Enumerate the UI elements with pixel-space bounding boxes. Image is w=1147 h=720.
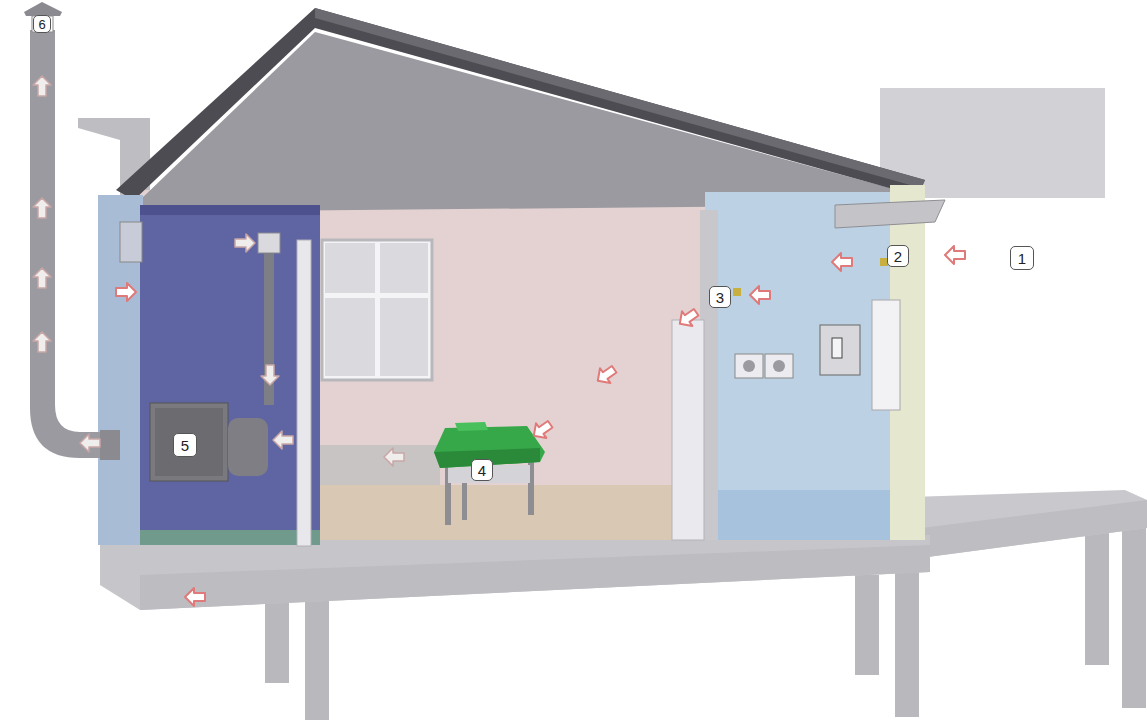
switch — [832, 338, 842, 358]
flow-arrow — [750, 286, 770, 304]
leg — [305, 598, 329, 720]
roof — [116, 8, 925, 200]
machine-room — [140, 205, 320, 545]
window-pane — [380, 298, 428, 376]
inner-door — [672, 320, 704, 540]
room-top — [140, 205, 320, 215]
switch-box — [820, 325, 860, 375]
flow-arrow — [273, 431, 293, 449]
door — [297, 240, 311, 546]
entry-floor — [705, 490, 905, 540]
flue-outlet — [100, 430, 120, 460]
flow-arrow — [529, 417, 556, 443]
flow-arrow — [235, 234, 255, 252]
callout-number: 2 — [887, 245, 909, 267]
wall-vent — [120, 222, 142, 262]
grille — [258, 233, 280, 253]
callout-number: 5 — [173, 433, 197, 457]
left-wall — [98, 195, 143, 545]
floor-slab — [100, 535, 930, 610]
leg — [855, 575, 879, 675]
ceiling-fixture — [835, 200, 945, 228]
fan-housing — [228, 418, 268, 476]
heat-unit-face — [155, 408, 223, 476]
callout-number: 3 — [709, 286, 731, 308]
window-pane — [380, 243, 428, 293]
outlet-socket — [743, 360, 755, 372]
chimney-cap — [24, 2, 62, 16]
chimney-pipe — [30, 30, 100, 458]
flow-arrow — [116, 283, 136, 301]
outlet — [735, 354, 763, 378]
flow-arrow — [33, 198, 51, 218]
return-duct — [320, 445, 440, 485]
pillow — [455, 422, 488, 431]
leg — [1085, 520, 1109, 665]
flow-arrow — [33, 332, 51, 352]
flow-arrow — [33, 268, 51, 288]
flow-arrow — [261, 365, 279, 385]
roof-edge — [315, 8, 925, 188]
airflow-arrows — [116, 246, 965, 606]
room-floor — [140, 530, 320, 545]
chimney-opening — [32, 16, 53, 32]
floor — [320, 485, 710, 540]
outlet-socket — [773, 360, 785, 372]
flow-arrow — [384, 448, 404, 466]
vent-valve — [733, 288, 741, 296]
gable — [140, 32, 905, 212]
flow-arrow — [593, 362, 620, 388]
slab-front — [140, 545, 930, 610]
flow-arrow — [33, 76, 51, 96]
deck-front — [905, 500, 1147, 560]
heat-unit — [150, 403, 228, 481]
bed-leg — [528, 455, 534, 515]
leg — [1122, 518, 1146, 708]
flow-arrow — [185, 588, 205, 606]
flow-arrow — [80, 434, 100, 452]
window — [322, 240, 432, 380]
window-pane — [325, 298, 375, 376]
bed — [434, 422, 545, 525]
flow-arrow — [675, 305, 702, 331]
flow-arrow — [945, 246, 965, 264]
exhaust-arrows — [33, 76, 404, 466]
callout-number: 4 — [471, 459, 493, 481]
outlet — [765, 354, 793, 378]
leg — [265, 598, 289, 683]
flow-arrow — [832, 253, 852, 271]
callout-number: 6 — [33, 15, 51, 33]
entry-room — [705, 192, 905, 540]
callout-number: 1 — [1010, 246, 1034, 270]
outer-door — [872, 300, 900, 410]
leg — [895, 572, 919, 717]
window-pane — [325, 243, 375, 293]
